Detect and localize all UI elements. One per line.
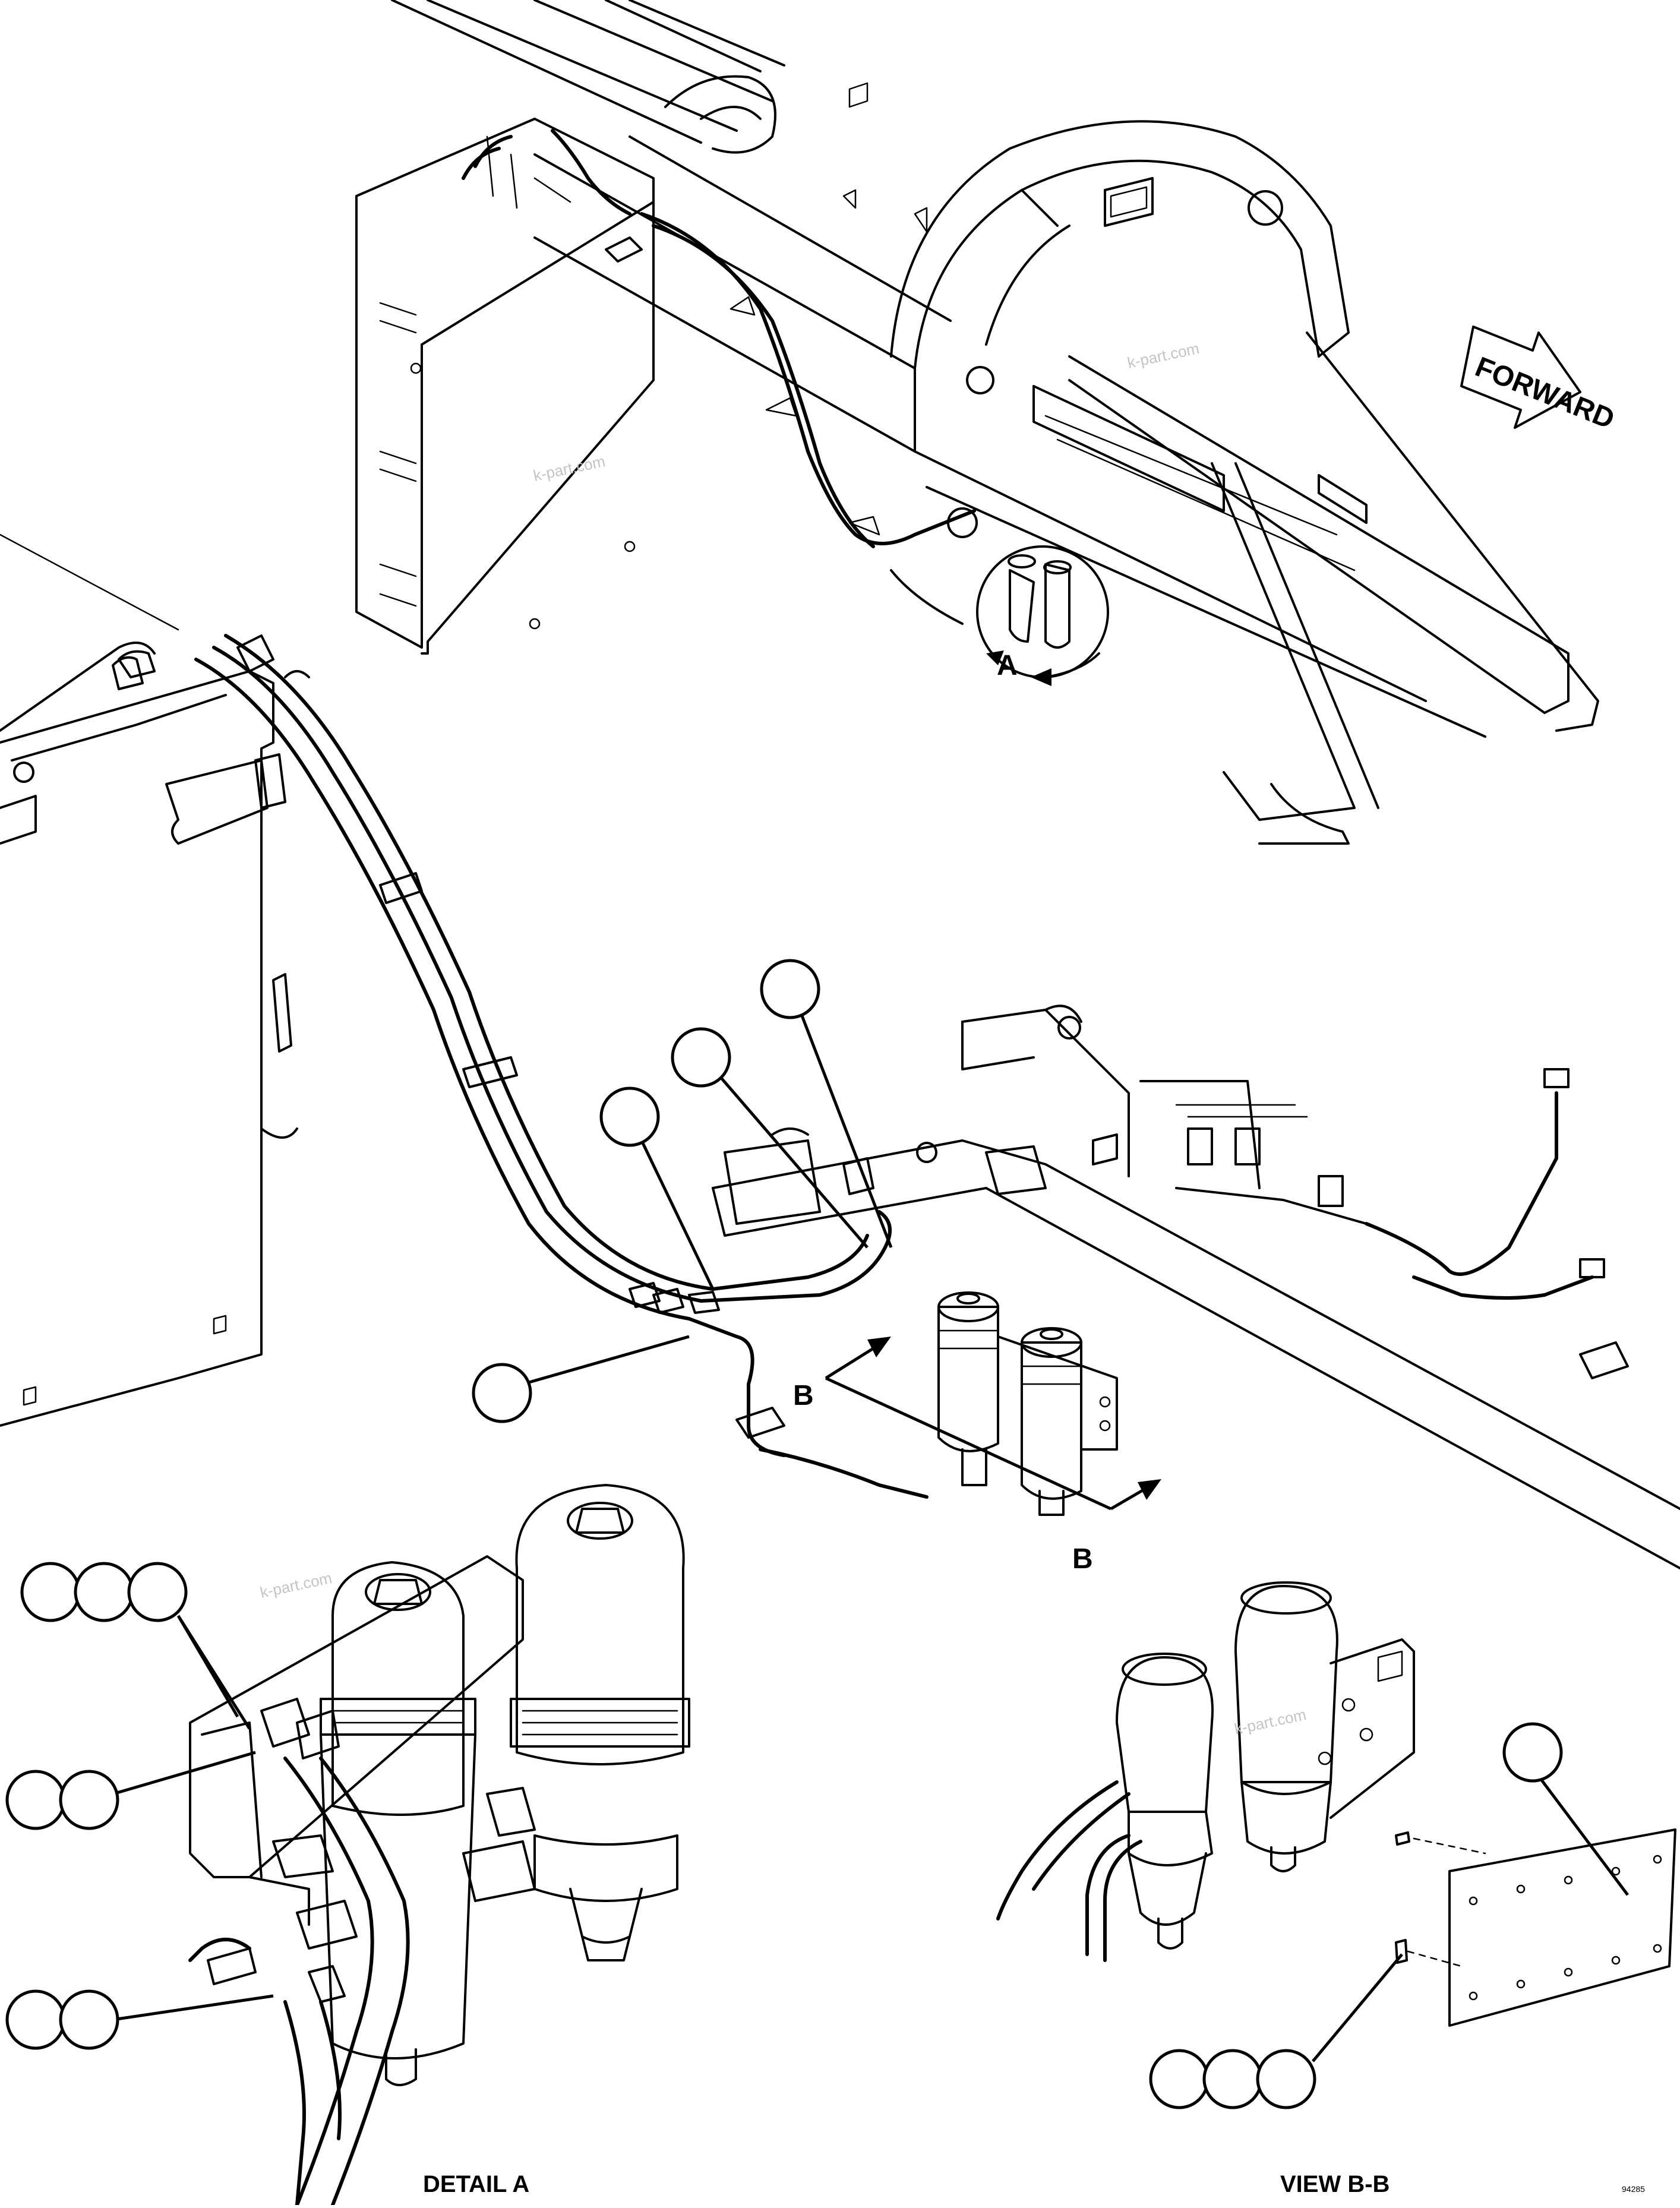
forward-arrow: FORWARD xyxy=(1460,326,1619,435)
upper-frame-view xyxy=(391,0,1599,845)
callout-da-5 xyxy=(59,1770,119,1830)
view-bb xyxy=(996,1581,1676,2027)
detail-a-view xyxy=(188,1484,690,2207)
detail-a-marker: A xyxy=(976,545,1109,686)
section-bb-arrows: B B xyxy=(793,1337,1161,1575)
section-b-top: B xyxy=(793,1380,814,1411)
upper-tank-box xyxy=(355,118,655,655)
callout-bb-3 xyxy=(1202,2049,1263,2109)
callout-bb-4 xyxy=(1256,2049,1316,2109)
callout-main-1 xyxy=(760,959,820,1019)
section-b-bottom: B xyxy=(1072,1543,1093,1575)
callout-da-1 xyxy=(20,1562,81,1622)
detail-a-caption: DETAIL A xyxy=(423,2171,529,2197)
watermark-2: k-part.com xyxy=(532,452,607,485)
callout-da-3 xyxy=(127,1562,188,1622)
view-bb-caption: VIEW B-B xyxy=(1280,2171,1390,2197)
cover-plate xyxy=(1448,1828,1676,2027)
callout-bb-2 xyxy=(1149,2049,1210,2109)
callout-da-2 xyxy=(74,1562,134,1622)
view-bb-callouts xyxy=(1149,1722,1629,2109)
detail-a-letter: A xyxy=(997,650,1018,681)
middle-tank-box xyxy=(0,533,298,1427)
callout-da-7 xyxy=(59,1989,119,2050)
callout-da-6 xyxy=(5,1989,66,2050)
drawing-number: 94285 xyxy=(1622,2184,1645,2194)
callout-main-4 xyxy=(472,1363,532,1423)
callout-main-3 xyxy=(599,1086,660,1147)
callout-da-4 xyxy=(5,1770,66,1830)
watermark-4: k-part.com xyxy=(1233,1705,1308,1738)
upper-hose-routing xyxy=(640,212,976,625)
detail-a-callouts xyxy=(5,1562,274,2050)
middle-hose-routing xyxy=(118,634,929,1499)
middle-frame-rail xyxy=(712,1005,1680,1569)
middle-filter-assembly xyxy=(937,1291,1118,1516)
callout-main-2 xyxy=(671,1027,731,1088)
watermark-3: k-part.com xyxy=(258,1569,333,1601)
callout-bb-1 xyxy=(1502,1722,1563,1783)
main-view-callouts xyxy=(472,959,893,1423)
watermark-1: k-part.com xyxy=(1126,339,1201,372)
